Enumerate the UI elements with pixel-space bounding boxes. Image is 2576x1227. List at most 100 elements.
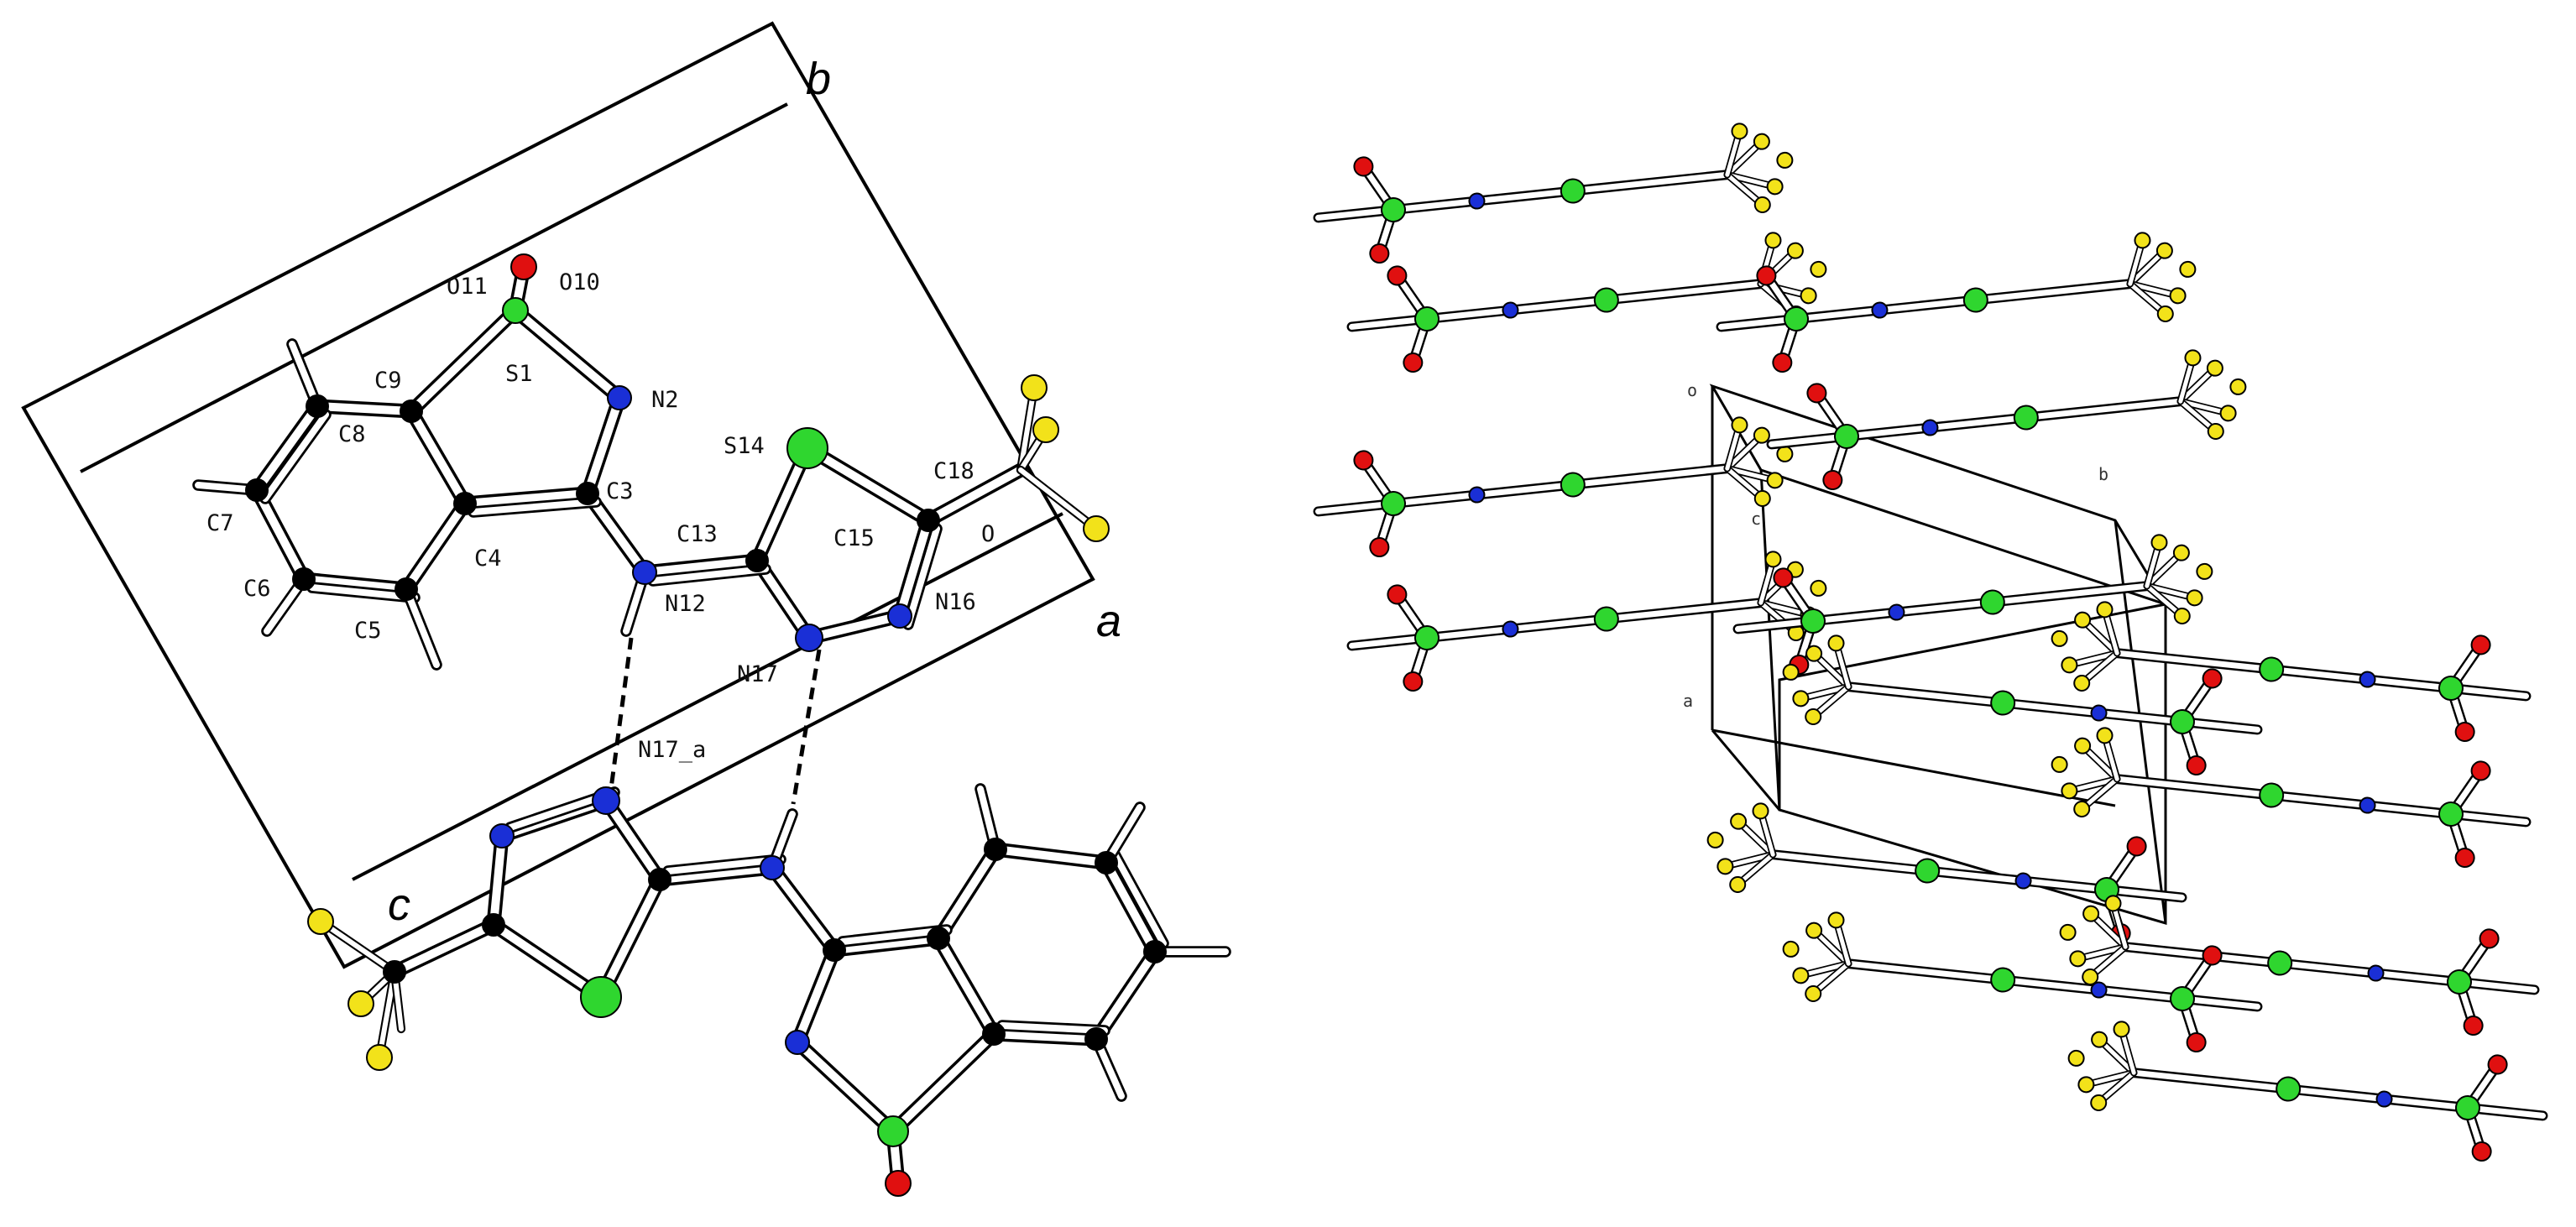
bond-fill [1018,385,1037,473]
hydrogen-bond-2 [791,649,822,805]
label-C9: C9 [374,368,402,394]
oxygen-atom [1387,265,1408,286]
oxygen-atom [2471,1141,2492,1162]
fluorine-atom [2104,895,2122,912]
bond-fill [602,796,664,884]
fluorine-atom [307,908,334,935]
fluorine-atom [2229,378,2247,395]
fluorine-atom [2169,287,2187,305]
fluorine-atom [2113,1021,2130,1038]
nitrogen-atom [785,1030,810,1055]
fluorine-atom [2207,422,2224,440]
packed-molecule [2051,727,2532,869]
carbon-atom-C3 [576,482,599,505]
carbon-atom-C8 [306,394,329,418]
fluorine-atom [1766,472,1784,489]
carbon-atom-C4 [453,492,477,515]
bond-fill [640,556,761,577]
fluorine-atom [2155,242,2173,259]
sulfur-atom [1915,858,1941,884]
sulfur-atom [2455,1095,2480,1120]
bond-fill [934,934,998,1038]
oxygen-atom [2186,755,2207,776]
sulfur-atom [1979,589,2005,615]
fluorine-atom [1810,260,1827,278]
nitrogen-atom [2359,796,2376,814]
fluorine-atom [1753,426,1770,444]
oxygen-atom [2202,668,2223,689]
bond-fill [1018,467,1099,531]
fluorine-atom [347,990,374,1017]
label-N2: N2 [651,387,679,413]
fluorine-atom [2096,601,2114,619]
bond-fill [924,466,1025,525]
fluorine-atom [1729,875,1747,893]
oxygen-atom [1403,352,1424,373]
carbon-atom-C18 [917,509,940,532]
hydrogen-bond-1 [606,637,634,808]
axis-label-a: a [1096,596,1121,646]
sulfur-atom [1962,287,1988,313]
sulfur-atom-S14 [786,427,828,469]
bond-fill [1092,948,1159,1043]
nitrogen-atom [489,823,515,848]
unit-cell-box [21,21,1095,969]
bond-fill [407,306,520,415]
label-C7: C7 [206,510,234,536]
nitrogen-atom [1888,603,1905,621]
sulfur-atom-S1 [502,297,529,324]
fluorine-atom [1731,123,1748,140]
bond-fill [390,921,498,976]
fluorine-atom [2059,923,2077,941]
bond-fill [489,921,605,1001]
bond-fill [403,586,440,668]
carbon-atom-C9 [400,399,423,423]
fluorine-atom [2096,727,2114,744]
fluorine-atom [1716,858,1734,875]
bond-fill [793,1038,897,1136]
fluorine-atom [1730,812,1748,830]
fluorine-atom [1827,634,1845,652]
bond-fill [896,516,933,620]
oxygen-atom [2470,760,2491,781]
packed-molecule [2051,601,2532,743]
sulfur-atom [2013,405,2039,431]
fluorine-atom [1764,232,1782,249]
packed-molecule [1313,416,1794,558]
axis-label-c: c [388,880,410,930]
label-N17_a: N17_a [638,737,706,763]
nitrogen-atom-N12 [632,560,657,585]
carbon-atom-C5 [394,577,418,601]
nitrogen-atom [1502,301,1519,319]
right-panel-packing-diagram: o c b a [1313,123,2548,1162]
oxygen-atom [1772,352,1793,373]
sulfur-atom [877,1115,909,1147]
packed-molecule [1346,232,1827,373]
bond-fill [934,845,1000,942]
oxygen-atom [2186,1032,2207,1053]
carbon-atom-C13 [745,549,769,572]
packed-molecule [1782,634,2263,776]
oxygen-atom [2479,928,2500,949]
fluorine-atom [2073,800,2091,817]
fluorine-atom [2219,405,2237,422]
sulfur-atom [2170,986,2195,1011]
label-C3: C3 [606,478,634,504]
packed-molecule [1766,349,2247,491]
fluorine-atom [1764,551,1782,568]
nitrogen-atom [1502,620,1519,638]
fluorine-atom [1083,515,1110,542]
nitrogen-atom-N17 [795,624,823,652]
fluorine-atom [1805,707,1822,725]
bond-fill [1111,851,1167,947]
bond-fill [300,575,410,593]
fluorine-atom [2156,305,2174,322]
label-C6: C6 [243,576,271,602]
packed-molecule [1313,123,1794,264]
fluorine-atom [1792,967,1810,984]
fluorine-atom [1810,579,1827,597]
carbon-atom [383,960,406,984]
fluorine-atom [2061,656,2078,674]
sulfur-atom [1990,967,2016,993]
packed-molecule [1732,534,2213,676]
